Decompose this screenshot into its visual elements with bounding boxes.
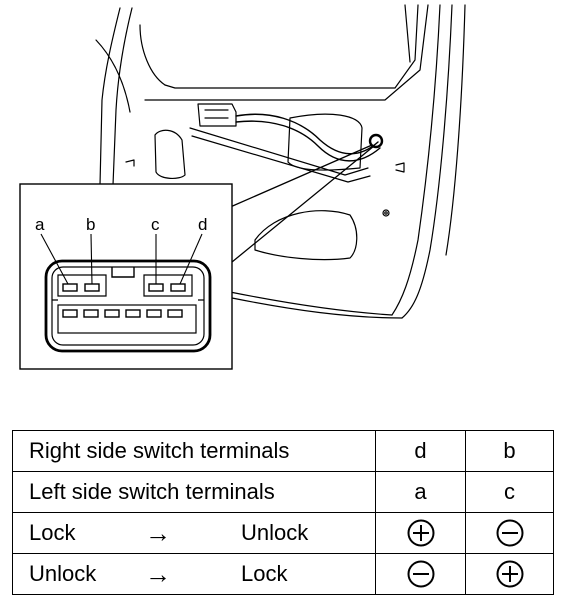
row-label: Unlock → Lock bbox=[12, 553, 376, 595]
power-window-switch bbox=[204, 109, 229, 119]
terminal-cell: d bbox=[375, 430, 466, 472]
door-trim-line bbox=[404, 4, 411, 63]
direction-from: Unlock bbox=[29, 561, 97, 586]
terminal-pin bbox=[83, 309, 99, 318]
door-edge-line bbox=[445, 4, 466, 256]
terminal-pin bbox=[146, 309, 162, 318]
power-window-switch bbox=[197, 103, 237, 127]
door-clip bbox=[125, 159, 135, 167]
terminal-pin-a bbox=[62, 283, 78, 292]
leader-line-b bbox=[90, 233, 93, 285]
terminal-pin bbox=[167, 309, 183, 318]
callout-line bbox=[227, 144, 373, 209]
terminal-pin-b bbox=[84, 283, 100, 292]
table-row: Lock → Unlock bbox=[12, 512, 554, 554]
terminal-pin bbox=[62, 309, 78, 318]
row-label: Right side switch terminals bbox=[12, 430, 376, 472]
direction-from: Lock bbox=[29, 520, 76, 545]
armrest-line bbox=[191, 135, 371, 183]
door-clip bbox=[395, 162, 405, 173]
door-fastener bbox=[382, 209, 390, 217]
connector-lock-tab bbox=[111, 267, 135, 278]
arrow-right-icon: → bbox=[145, 558, 171, 589]
terminal-cell: c bbox=[465, 471, 554, 513]
door-fastener bbox=[384, 211, 388, 215]
arrow-right-icon: → bbox=[145, 517, 171, 548]
terminal-cell: a bbox=[375, 471, 466, 513]
direction-to: Lock bbox=[241, 561, 288, 586]
connector-housing-inner bbox=[51, 266, 205, 346]
door-bottom-line bbox=[231, 297, 403, 319]
connector-locator-circle bbox=[368, 133, 384, 149]
row-label: Lock → Unlock bbox=[12, 512, 376, 554]
leader-line-a bbox=[40, 233, 69, 285]
table-row: Left side switch terminals a c bbox=[12, 471, 554, 513]
plus-sign-icon bbox=[407, 519, 434, 547]
terminal-cell: b bbox=[465, 430, 554, 472]
door-frame-line bbox=[99, 7, 121, 186]
door-frame-line bbox=[95, 39, 131, 113]
plus-sign-icon bbox=[496, 560, 523, 588]
door-frame-line bbox=[139, 24, 166, 86]
door-trim-line bbox=[144, 4, 429, 101]
door-frame-line bbox=[112, 7, 133, 186]
terminal-check-table: Right side switch terminals d b Left sid… bbox=[12, 430, 554, 595]
table-row: Unlock → Lock bbox=[12, 553, 554, 595]
armrest-line bbox=[189, 127, 369, 176]
door-trim-line bbox=[164, 4, 419, 89]
wire-harness bbox=[235, 113, 379, 155]
door-lower-pocket bbox=[254, 210, 358, 261]
bottom-pin-row-frame bbox=[57, 304, 197, 334]
terminal-label-b: b bbox=[86, 215, 95, 234]
wire-harness bbox=[235, 120, 381, 162]
door-edge-line bbox=[401, 4, 453, 319]
minus-sign-icon bbox=[407, 560, 434, 588]
terminal-label-a: a bbox=[35, 215, 45, 234]
row-label: Left side switch terminals bbox=[12, 471, 376, 513]
terminal-label-d: d bbox=[198, 215, 207, 234]
terminal-pin-d bbox=[170, 283, 186, 292]
leader-line-d bbox=[179, 233, 203, 285]
connector-detail-box: a b c d bbox=[19, 183, 233, 370]
terminal-pin-c bbox=[148, 283, 164, 292]
door-edge-line bbox=[391, 4, 441, 316]
terminal-label-c: c bbox=[151, 215, 160, 234]
table-row: Right side switch terminals d b bbox=[12, 430, 554, 472]
terminal-pin bbox=[104, 309, 120, 318]
terminal-pin bbox=[125, 309, 141, 318]
callout-line bbox=[231, 145, 375, 263]
door-pocket bbox=[154, 129, 186, 179]
direction-to: Unlock bbox=[241, 520, 309, 545]
door-bottom-line bbox=[229, 291, 393, 316]
minus-sign-icon bbox=[496, 519, 523, 547]
door-switch-illustration: a b c d bbox=[19, 4, 466, 370]
